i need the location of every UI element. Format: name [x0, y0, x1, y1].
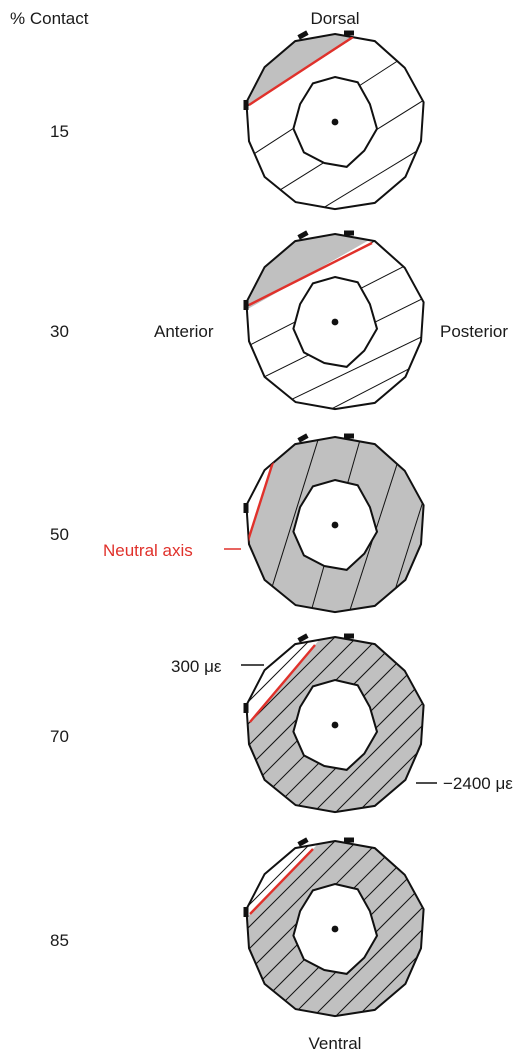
strain-gauge-marker — [344, 837, 354, 843]
strain-positive-label: 300 με — [171, 657, 222, 676]
strain-gauge-marker — [243, 299, 249, 311]
strain-gauge-marker — [344, 433, 354, 439]
percent-contact-header: % Contact — [10, 9, 89, 28]
neutral-axis-line — [248, 241, 373, 307]
centroid-dot — [331, 721, 339, 729]
neutral-axis-line — [249, 644, 316, 723]
strain-gauge-marker — [344, 30, 354, 36]
neutral-axis-line — [248, 35, 354, 107]
strain-gauge-marker — [344, 230, 354, 236]
ventral-label: Ventral — [309, 1034, 362, 1053]
neutral-axis-label: Neutral axis — [103, 541, 193, 560]
anterior-label: Anterior — [154, 322, 214, 341]
strain-gauge-marker — [297, 230, 309, 240]
percent-value-50: 50 — [50, 525, 69, 544]
outer-outline — [245, 232, 425, 411]
cross-section-15 — [243, 30, 425, 211]
outer-outline — [245, 839, 425, 1018]
outer-outline — [245, 635, 425, 814]
strain-gauge-marker — [297, 30, 309, 40]
centroid-dot — [331, 118, 339, 126]
percent-value-85: 85 — [50, 931, 69, 950]
strain-negative-label: −2400 με — [443, 774, 513, 793]
outer-outline — [245, 435, 425, 614]
strain-gauge-marker — [297, 633, 309, 643]
centroid-dot — [331, 521, 339, 529]
strain-gauge-marker — [243, 906, 249, 918]
percent-value-15: 15 — [50, 122, 69, 141]
percent-value-70: 70 — [50, 727, 69, 746]
centroid-dot — [331, 925, 339, 933]
strain-gauge-marker — [243, 502, 249, 514]
outer-outline — [245, 32, 425, 211]
strain-gauge-marker — [297, 433, 309, 443]
strain-gauge-marker — [243, 99, 249, 111]
percent-value-30: 30 — [50, 322, 69, 341]
strain-gauge-marker — [243, 702, 249, 714]
centroid-dot — [331, 318, 339, 326]
neutral-axis-line — [246, 461, 275, 548]
dorsal-label: Dorsal — [310, 9, 359, 28]
strain-region — [246, 234, 424, 331]
strain-gauge-marker — [344, 633, 354, 639]
cross-section-30 — [243, 230, 425, 411]
strain-gauge-marker — [297, 837, 309, 847]
neutral-axis-line — [249, 848, 314, 915]
posterior-label: Posterior — [440, 322, 508, 341]
